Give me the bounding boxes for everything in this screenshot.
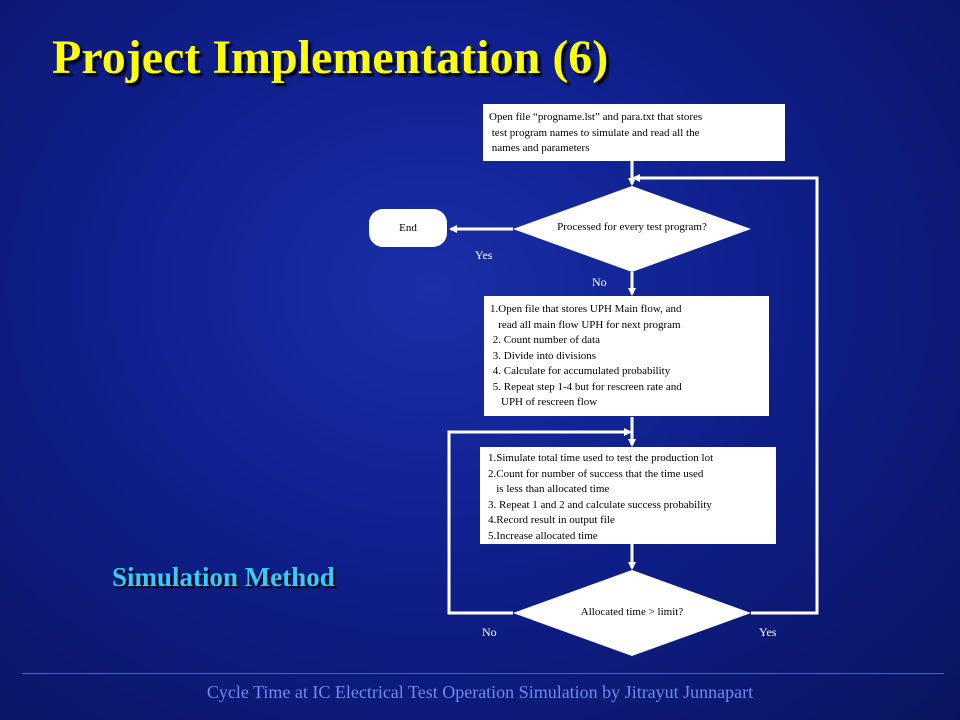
simulation-method-heading: Simulation Method <box>112 562 335 592</box>
open-file-box: Open file “progname.lst” and para.txt th… <box>483 104 785 161</box>
decision-allocated-shape <box>513 570 751 656</box>
simulate-line-3: is less than allocated time <box>488 483 610 496</box>
decision-processed-shape <box>513 186 751 272</box>
process-line-7: UPH of rescreen flow <box>490 396 598 408</box>
open-file-line-1: Open file “progname.lst” and para.txt th… <box>489 111 703 123</box>
slide-title: Project Implementation (6) <box>52 31 609 84</box>
simulate-line-4: 3. Repeat 1 and 2 and calculate success … <box>488 498 712 511</box>
process-line-4: 3. Divide into divisions <box>490 349 597 362</box>
open-file-line-2: test program names to simulate and read … <box>489 126 700 139</box>
footer-divider <box>22 673 944 674</box>
open-file-line-3: names and parameters <box>489 142 590 154</box>
simulate-line-1: 1.Simulate total time used to test the p… <box>488 452 714 464</box>
connector-no-loop <box>447 428 632 615</box>
simulate-line-6: 5.Increase allocated time <box>488 529 598 542</box>
process-line-2: read all main flow UPH for next program <box>490 318 681 331</box>
footer-text: Cycle Time at IC Electrical Test Operati… <box>206 682 754 702</box>
end-terminal: End <box>369 209 447 247</box>
simulate-line-2: 2.Count for number of success that the t… <box>488 467 704 480</box>
process-line-1: 1.Open file that stores UPH Main flow, a… <box>490 303 682 315</box>
process-line-5: 4. Calculate for accumulated probability <box>490 365 671 377</box>
decision-processed-text: Processed for every test program? <box>557 221 707 233</box>
simulate-line-5: 4.Record result in output file <box>488 514 615 527</box>
process-upload-box: 1.Open file that stores UPH Main flow, a… <box>484 296 769 416</box>
decision-allocated-text: Allocated time > limit? <box>580 606 684 618</box>
no-label-allocated: No <box>482 625 497 639</box>
no-label-processed: No <box>592 275 607 289</box>
simulate-box: 1.Simulate total time used to test the p… <box>480 447 776 544</box>
yes-label-allocated: Yes <box>759 625 777 639</box>
yes-label-processed: Yes <box>475 248 493 262</box>
process-line-6: 5. Repeat step 1-4 but for rescreen rate… <box>490 380 682 393</box>
connector-yes-loop <box>632 174 819 615</box>
process-line-3: 2. Count number of data <box>490 334 600 346</box>
